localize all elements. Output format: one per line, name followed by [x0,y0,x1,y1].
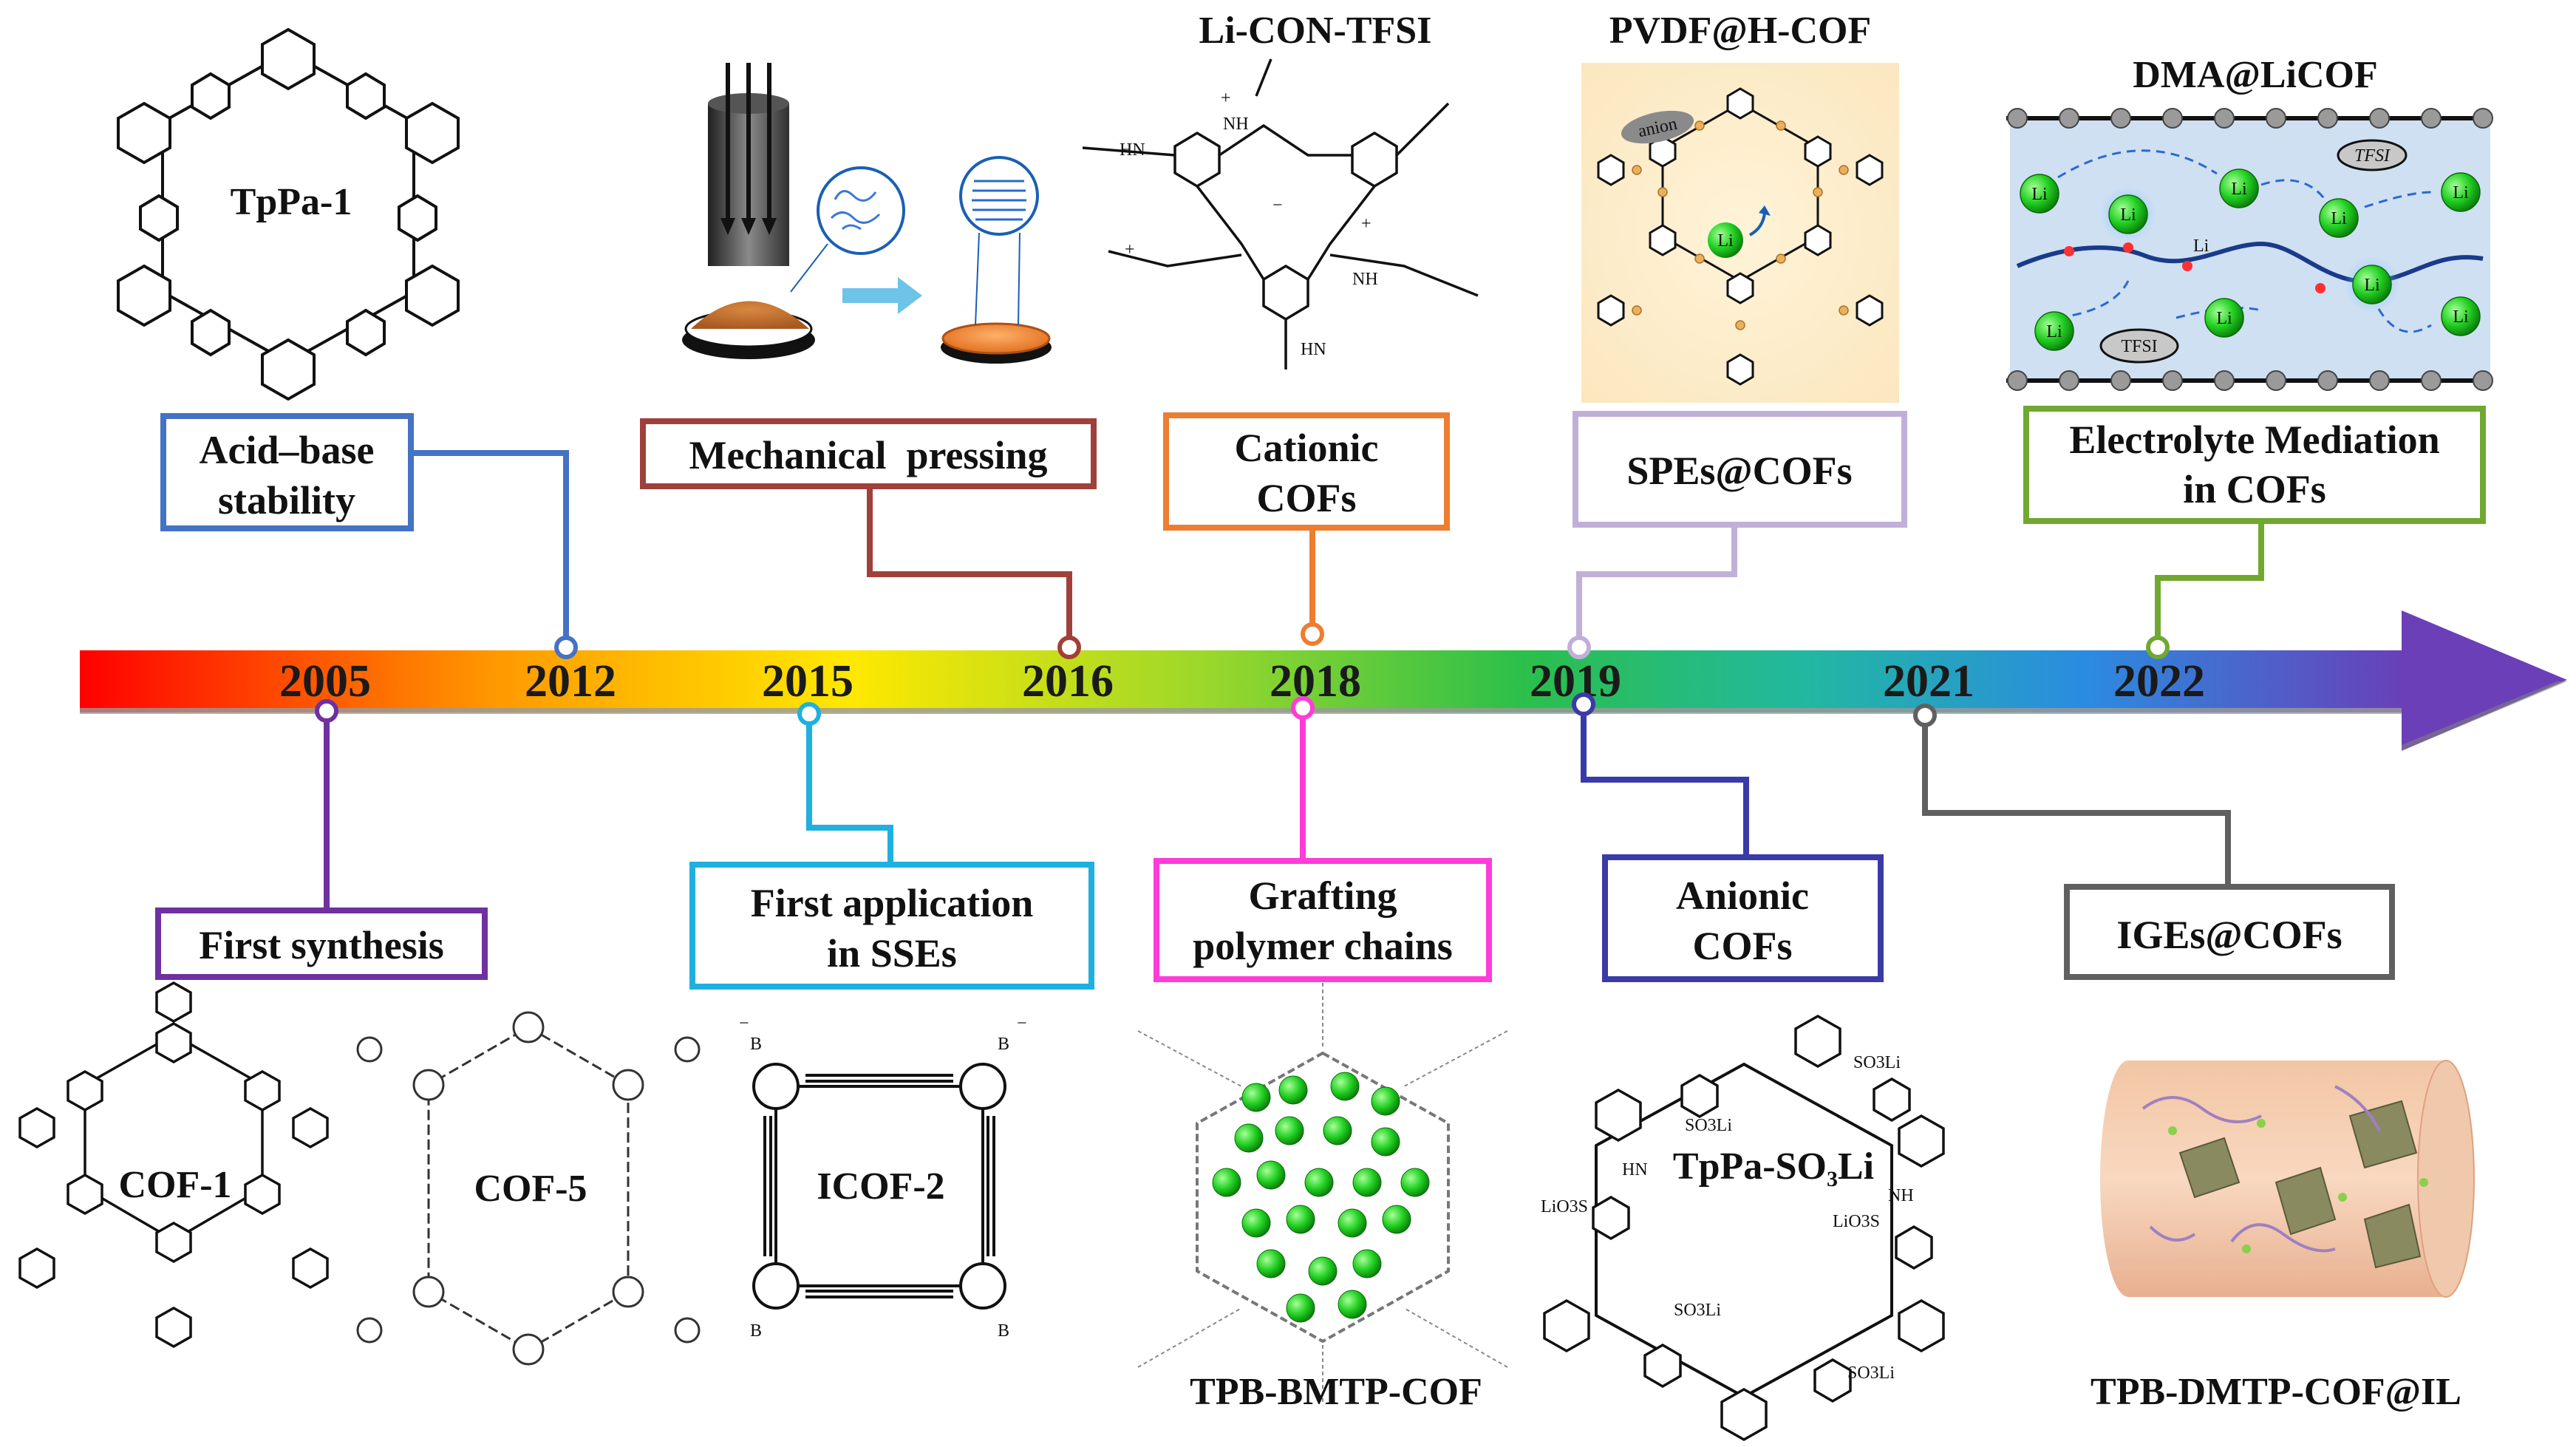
structure-name: ICOF-2 [817,1165,944,1208]
milestone-label: polymer chains [1193,924,1453,968]
boron-label: B [998,1321,1009,1341]
boron-label: B [750,1321,762,1341]
structure-name: TpPa-1 [231,181,352,223]
charge-minus: − [1017,1014,1027,1033]
milestone-cationic-cofs: Cationic COFs [1163,412,1450,531]
milestone-label: in COFs [2183,467,2326,511]
li-ion-label: Li [2231,180,2247,199]
milestone-label: Electrolyte Mediation [2069,418,2439,462]
so3li-label: SO3Li [1685,1116,1732,1135]
milestone-spes-cofs: SPEs@COFs [1572,411,1907,528]
milestone-label: SPEs@COFs [1626,449,1852,493]
year-2015: 2015 [762,656,853,707]
year-2021: 2021 [1883,656,1974,707]
milestone-iges-cofs: IGEs@COFs [2064,884,2395,980]
structure-name: PVDF@H-COF [1609,10,1872,52]
structure-cof5: COF-5 [356,1011,701,1366]
milestone-first-synthesis: First synthesis [155,908,488,980]
year-2016: 2016 [1022,656,1114,707]
structure-dma-licof: DMA@LiCOF Li [2006,54,2493,391]
milestone-first-application: First application in SSEs [689,862,1094,990]
year-2005: 2005 [279,656,371,707]
structure-tpb-bmtp-cof: TPB-BMTP-COF [1137,983,1508,1413]
milestone-label: First application [751,881,1034,925]
li-ion-label: Li [2193,236,2209,256]
milestone-mechanical-pressing: Mechanical pressing [640,418,1097,489]
li-ion-label: Li [1717,231,1734,251]
nh-label: NH [1223,115,1249,134]
timeline-arrow [80,610,2567,751]
li-ion-label: Li [2453,307,2469,327]
milestone-label: IGEs@COFs [2116,913,2342,957]
milestone-label: Mechanical pressing [689,433,1048,477]
boron-label: B [998,1035,1009,1054]
structure-name: DMA@LiCOF [2133,54,2377,96]
hn-label: HN [1120,140,1145,160]
li-ion-label: Li [2216,309,2232,328]
charge-plus: + [1221,89,1231,108]
structure-name: TPB-DMTP-COF@IL [2091,1371,2461,1413]
structure-name: Li-CON-TFSI [1199,10,1432,52]
milestone-label: stability [218,478,355,522]
charge-plus: + [1125,240,1135,259]
structure-name: TpPa-SO3Li [1673,1145,1874,1191]
structure-name: COF-1 [118,1164,231,1206]
li-ion-label: Li [2031,185,2048,204]
nh-label: NH [1352,270,1378,289]
year-2018: 2018 [1270,656,1361,707]
year-labels: 2005 2012 2015 2016 2018 2019 2021 2022 [279,656,2205,707]
milestone-label: COFs [1257,476,1357,520]
connectors [315,450,2264,910]
year-2012: 2012 [525,656,616,707]
milestone-anionic-cofs: Anionic COFs [1602,854,1884,982]
milestone-label: COFs [1693,924,1793,968]
milestone-label: Anionic [1676,874,1809,918]
milestone-label: Cationic [1235,426,1379,470]
lio3s-label: LiO3S [1833,1212,1880,1231]
boron-label: B [750,1035,762,1054]
so3li-label: SO3Li [1847,1363,1895,1383]
structure-pvdf-hcof: PVDF@H-COF anion Li [1581,10,1899,403]
structure-name: TPB-BMTP-COF [1190,1371,1482,1413]
mechanical-pressing-illustration [682,63,1052,364]
so3li-label: SO3Li [1853,1053,1901,1072]
milestone-label: Grafting [1249,874,1397,918]
milestone-label: First synthesis [199,923,444,967]
structure-cof1: COF-1 [18,981,329,1349]
structure-tppa-so3li: TpPa-SO3Li SO3Li SO3Li LiO3S LiO3S SO3Li… [1541,1014,1945,1442]
structure-tpb-dmtp-cof-il: TPB-DMTP-COF@IL [2091,1060,2475,1413]
hn-label: HN [1622,1160,1648,1179]
structure-icof2: ICOF-2 B B B B − − [739,1014,1027,1341]
hn-label: HN [1301,340,1326,359]
li-ion-label: Li [2331,209,2347,228]
charge-plus: + [1361,214,1372,234]
lio3s-label: LiO3S [1541,1197,1588,1216]
structure-name: COF-5 [474,1168,587,1210]
tfsi-label: TFSI [2354,146,2391,166]
milestone-acid-base-stability: Acid–base stability [160,413,414,531]
li-ion-label: Li [2453,183,2469,202]
milestone-label: in SSEs [827,931,957,976]
nh-label: NH [1888,1186,1914,1205]
milestone-electrolyte-mediation: Electrolyte Mediation in COFs [2023,406,2486,524]
milestone-label: Acid–base [199,428,374,472]
li-ion-label: Li [2120,205,2136,225]
tfsi-label: TFSI [2121,337,2157,356]
structure-li-con-tfsi: Li-CON-TFSI − + + + NH NH HN HN [1082,10,1479,370]
milestone-grafting-polymer-chains: Grafting polymer chains [1154,858,1492,982]
charge-minus: − [739,1014,749,1033]
structure-tppa1: TpPa-1 [117,27,460,401]
year-2022: 2022 [2113,656,2205,707]
li-ion-label: Li [2364,276,2380,295]
li-ion-label: Li [2046,322,2062,341]
so3li-label: SO3Li [1674,1301,1721,1320]
charge-minus: − [1272,196,1283,215]
